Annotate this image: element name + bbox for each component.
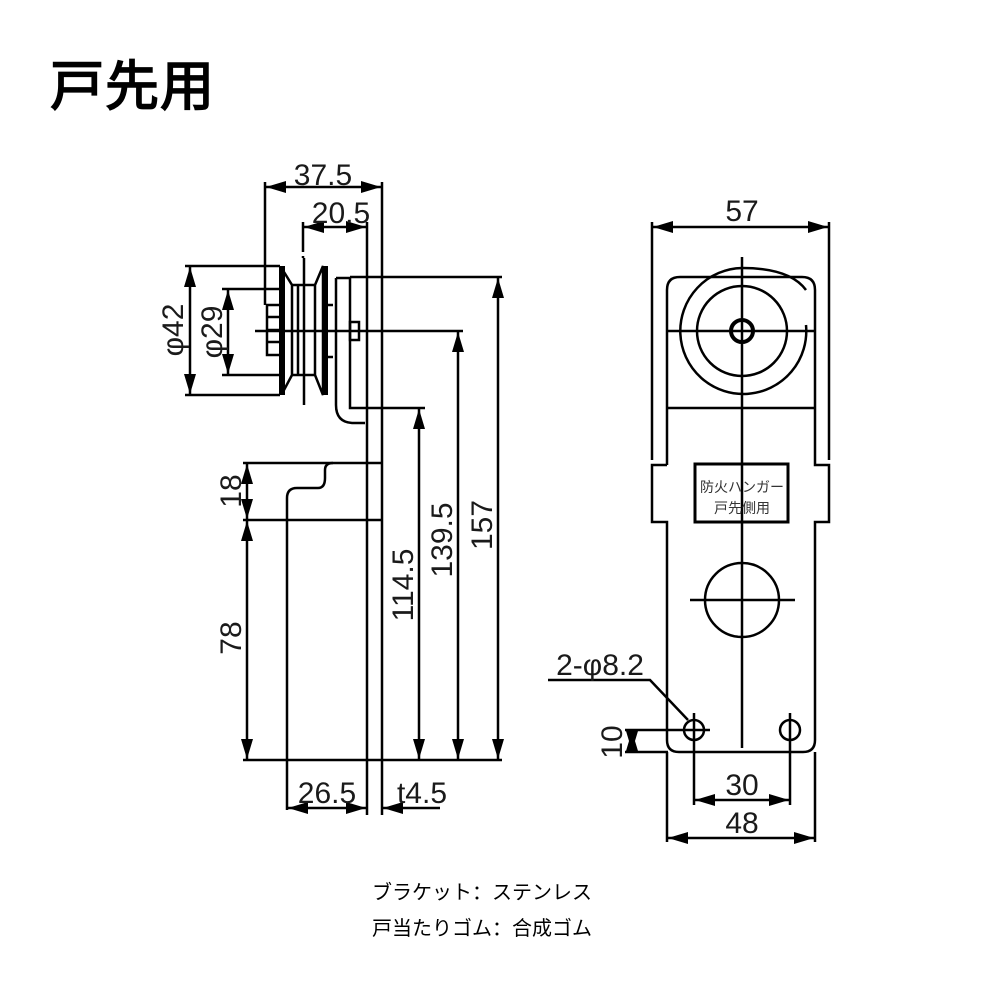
- dim-phi29: φ29: [196, 306, 229, 359]
- dim-57: 57: [725, 195, 758, 228]
- side-view-labels: 37.5 20.5 φ42 φ29 18 78 114.5 139.5 157 …: [157, 159, 499, 810]
- dim-18: 18: [215, 474, 248, 507]
- side-view: [184, 181, 504, 815]
- material-note-bracket: ブラケット：ステンレス: [372, 880, 592, 904]
- dim-phi42: φ42: [157, 304, 190, 357]
- dim-holes: 2-φ8.2: [556, 649, 644, 682]
- front-view-labels: 57 防火ハンガー 戸先側用 2-φ8.2 10 30 48: [556, 195, 784, 840]
- front-view: [548, 221, 831, 844]
- dim-139-5: 139.5: [426, 502, 459, 577]
- dim-t4-5: t4.5: [397, 777, 447, 810]
- page-title: 戸先用: [50, 55, 215, 118]
- dim-114-5: 114.5: [387, 549, 420, 622]
- dim-30: 30: [725, 769, 758, 802]
- dim-78: 78: [215, 621, 248, 654]
- material-note-rubber: 戸当たりゴム：合成ゴム: [372, 916, 592, 940]
- dim-10: 10: [596, 725, 629, 758]
- dim-37-5: 37.5: [294, 159, 352, 192]
- dim-157: 157: [466, 500, 499, 550]
- dim-20-5: 20.5: [312, 197, 370, 230]
- label-plate: [693, 462, 790, 524]
- label-line-1: 防火ハンガー: [700, 480, 784, 496]
- dim-48: 48: [725, 807, 758, 840]
- label-line-2: 戸先側用: [714, 501, 770, 517]
- dim-26-5: 26.5: [298, 777, 356, 810]
